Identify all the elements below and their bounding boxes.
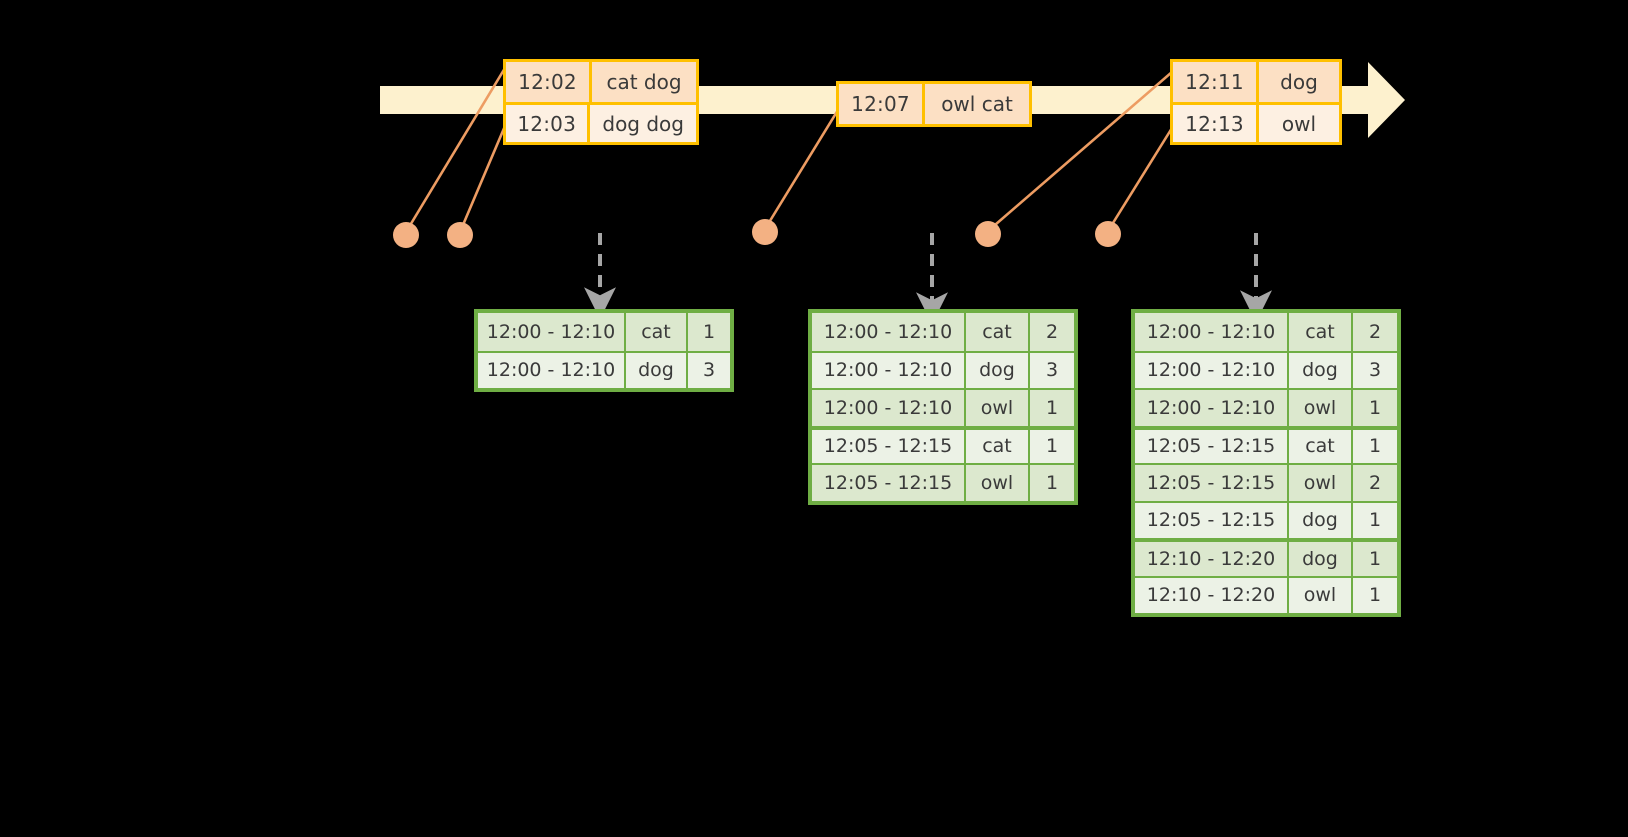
event-time: 12:11: [1173, 62, 1259, 102]
cell-count: 2: [1351, 313, 1397, 351]
event-time: 12:13: [1173, 105, 1259, 142]
table-row: 12:00 - 12:10 owl 1: [1135, 388, 1397, 426]
event-row: 12:02 cat dog: [506, 62, 696, 102]
cell-key: dog: [1287, 542, 1351, 576]
cell-count: 1: [1351, 429, 1397, 463]
cell-window: 12:00 - 12:10: [1135, 352, 1287, 388]
cell-key: dog: [624, 352, 686, 388]
event-marker-1: [393, 222, 419, 248]
cell-count: 2: [1028, 313, 1074, 351]
cell-count: 1: [1028, 390, 1074, 426]
table-row: 12:05 - 12:15 owl 2: [1135, 463, 1397, 501]
cell-window: 12:00 - 12:10: [812, 352, 964, 388]
event-time: 12:02: [506, 62, 592, 102]
cell-window: 12:00 - 12:10: [1135, 390, 1287, 426]
events-group-2: 12:07 owl cat: [836, 81, 1032, 127]
table-row: 12:00 - 12:10 owl 1: [812, 388, 1074, 426]
cell-window: 12:10 - 12:20: [1135, 542, 1287, 576]
table-row: 12:00 - 12:10 cat 2: [812, 313, 1074, 351]
cell-count: 1: [1028, 429, 1074, 463]
event-marker-3: [752, 219, 778, 245]
cell-key: cat: [624, 313, 686, 351]
cell-key: owl: [964, 390, 1028, 426]
cell-window: 12:00 - 12:10: [812, 390, 964, 426]
event-time: 12:07: [839, 84, 925, 124]
event-row: 12:07 owl cat: [839, 84, 1029, 124]
table-input-arrows: [584, 233, 1272, 325]
cell-count: 3: [1351, 352, 1397, 388]
table-row: 12:05 - 12:15 cat 1: [812, 425, 1074, 463]
cell-count: 1: [1351, 390, 1397, 426]
table-row: 12:10 - 12:20 dog 1: [1135, 538, 1397, 576]
cell-window: 12:05 - 12:15: [812, 465, 964, 501]
cell-key: dog: [1287, 502, 1351, 538]
cell-count: 1: [1351, 577, 1397, 613]
cell-window: 12:10 - 12:20: [1135, 577, 1287, 613]
result-table-2: 12:00 - 12:10 cat 2 12:00 - 12:10 dog 3 …: [808, 309, 1078, 505]
table-row: 12:00 - 12:10 dog 3: [812, 350, 1074, 388]
cell-key: owl: [1287, 577, 1351, 613]
cell-count: 3: [686, 352, 730, 388]
event-row: 12:03 dog dog: [506, 102, 696, 142]
events-group-1: 12:02 cat dog 12:03 dog dog: [503, 59, 699, 145]
table-row: 12:00 - 12:10 dog 3: [1135, 350, 1397, 388]
cell-window: 12:05 - 12:15: [1135, 465, 1287, 501]
cell-window: 12:00 - 12:10: [478, 352, 624, 388]
table-row: 12:05 - 12:15 cat 1: [1135, 425, 1397, 463]
result-table-3: 12:00 - 12:10 cat 2 12:00 - 12:10 dog 3 …: [1131, 309, 1401, 617]
table-row: 12:05 - 12:15 owl 1: [812, 463, 1074, 501]
table-row: 12:05 - 12:15 dog 1: [1135, 500, 1397, 538]
cell-count: 2: [1351, 465, 1397, 501]
event-payload: owl cat: [941, 92, 1013, 116]
cell-key: owl: [1287, 465, 1351, 501]
event-row: 12:11 dog: [1173, 62, 1339, 102]
cell-key: cat: [964, 429, 1028, 463]
event-marker-4: [975, 221, 1001, 247]
cell-count: 1: [1351, 502, 1397, 538]
event-payload: dog: [1280, 70, 1318, 94]
table-row: 12:00 - 12:10 cat 2: [1135, 313, 1397, 351]
cell-window: 12:05 - 12:15: [1135, 502, 1287, 538]
cell-window: 12:00 - 12:10: [1135, 313, 1287, 351]
event-marker-dots: [393, 219, 1121, 248]
cell-count: 3: [1028, 352, 1074, 388]
cell-window: 12:00 - 12:10: [812, 313, 964, 351]
cell-key: owl: [1287, 390, 1351, 426]
event-payload: dog dog: [602, 111, 684, 136]
cell-count: 1: [1028, 465, 1074, 501]
event-row: 12:13 owl: [1173, 102, 1339, 142]
result-table-1: 12:00 - 12:10 cat 1 12:00 - 12:10 dog 3: [474, 309, 734, 392]
cell-key: cat: [1287, 313, 1351, 351]
event-marker-2: [447, 222, 473, 248]
event-marker-5: [1095, 221, 1121, 247]
cell-window: 12:00 - 12:10: [478, 313, 624, 351]
table-row: 12:00 - 12:10 cat 1: [478, 313, 730, 351]
event-payload: owl: [1281, 111, 1317, 136]
cell-key: cat: [1287, 429, 1351, 463]
cell-window: 12:05 - 12:15: [812, 429, 964, 463]
cell-count: 1: [1351, 542, 1397, 576]
cell-key: dog: [1287, 352, 1351, 388]
cell-window: 12:05 - 12:15: [1135, 429, 1287, 463]
cell-key: dog: [964, 352, 1028, 388]
cell-key: cat: [964, 313, 1028, 351]
cell-count: 1: [686, 313, 730, 351]
event-time: 12:03: [506, 105, 591, 142]
event-payload: cat dog: [606, 70, 682, 94]
table-row: 12:10 - 12:20 owl 1: [1135, 575, 1397, 613]
table-row: 12:00 - 12:10 dog 3: [478, 350, 730, 388]
cell-key: owl: [964, 465, 1028, 501]
events-group-3: 12:11 dog 12:13 owl: [1170, 59, 1342, 145]
